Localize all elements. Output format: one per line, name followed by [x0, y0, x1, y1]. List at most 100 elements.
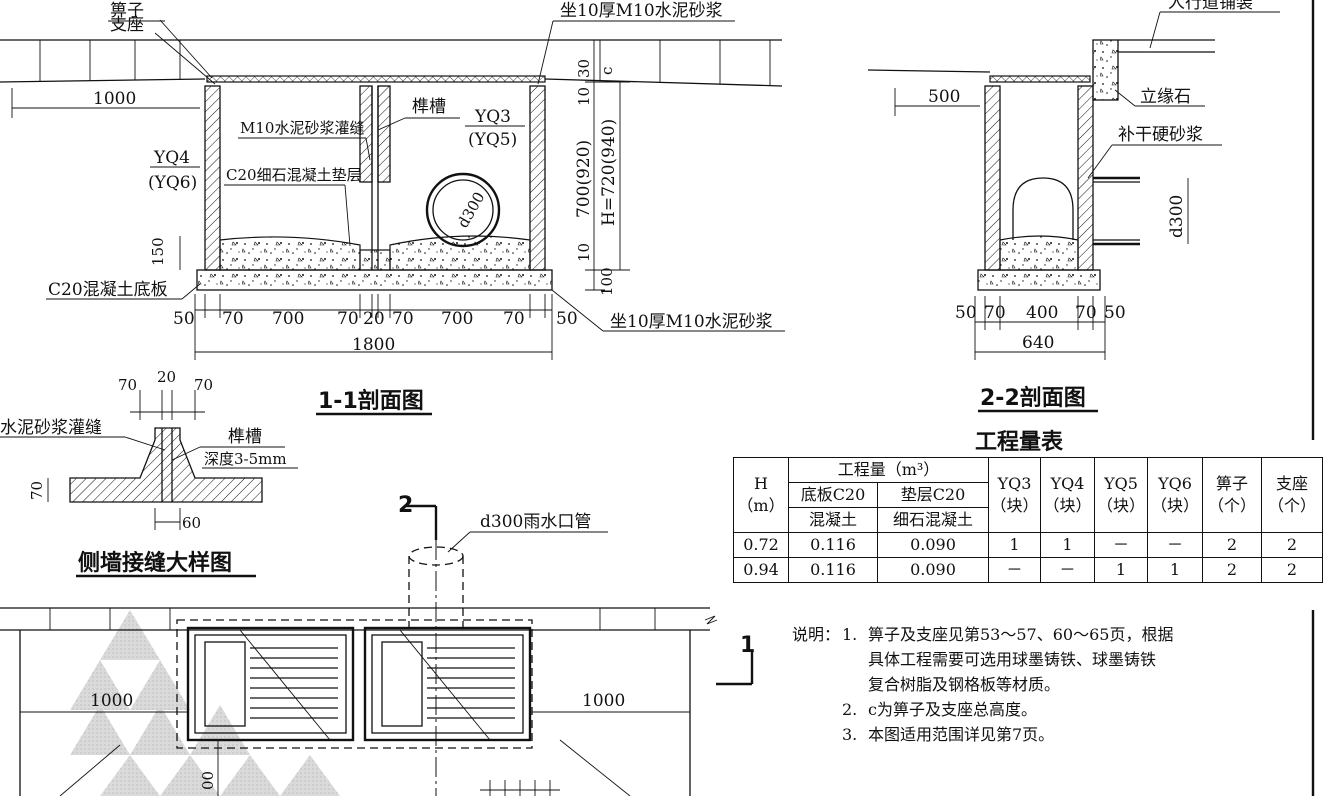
plan-dim-bottom: 00 — [199, 771, 217, 790]
note-num: 3. — [842, 725, 858, 744]
detail-depth-label: 深度3-5mm — [204, 450, 287, 468]
base-header-b: 混凝土 — [788, 507, 878, 533]
dim-22-b400: 400 — [1026, 303, 1058, 323]
title-detail: 侧墙接缝大样图 — [78, 550, 232, 576]
yq5-label: (YQ5) — [468, 130, 517, 150]
support-head: 支座 — [1275, 474, 1308, 493]
groove-label: 榫槽 — [412, 97, 446, 117]
cushion-header-a: 垫层C20 — [877, 482, 989, 508]
base-slab-label: C20混凝土底板 — [48, 280, 168, 300]
grate-label: 箅子 — [110, 1, 144, 21]
cell-h: 0.94 — [733, 557, 789, 583]
yq6-unit: （块） — [1150, 496, 1199, 515]
cell-yq6: － — [1147, 532, 1203, 558]
notes-label: 说明： — [792, 625, 841, 644]
joint-grout-label: M10水泥砂浆灌缝 — [240, 119, 364, 137]
curb-label: 立缘石 — [1140, 87, 1191, 107]
grate-bars-left — [204, 641, 338, 727]
yq4-head: YQ4 — [1050, 474, 1085, 493]
dim-b70a: 70 — [222, 309, 244, 329]
cell-support: 2 — [1261, 557, 1323, 583]
dim-30: 30 — [575, 59, 593, 78]
sidewalk-label: 人行道铺装 — [1168, 0, 1253, 13]
dim-b70d: 70 — [503, 309, 525, 329]
dim-100: 100 — [598, 267, 616, 296]
cell-yq3: 1 — [988, 532, 1041, 558]
grate-unit: （个） — [1207, 496, 1256, 515]
note-line: 箅子及支座见第53～57、60～65页，根据 — [868, 625, 1174, 644]
col-grate-header: 箅子 （个） — [1202, 457, 1262, 533]
note-line: c为箅子及支座总高度。 — [868, 700, 1037, 719]
section-2-2: 人行道铺装 立缘石 补干硬砂浆 500 d300 50 70 400 70 50… — [867, 0, 1280, 413]
plan-dim-1000-left: 1000 — [90, 691, 133, 711]
cell-yq3: － — [988, 557, 1041, 583]
col-support-header: 支座 （个） — [1261, 457, 1323, 533]
dim-500: 500 — [928, 87, 960, 107]
cell-base: 0.116 — [788, 532, 878, 558]
marker-1: 1 — [740, 633, 755, 658]
watermark-triangles — [70, 610, 340, 796]
pipe-plan-label: d300雨水口管 — [480, 512, 591, 532]
pipe-label-2-2: d300 — [1167, 195, 1187, 238]
dim-1000-left: 1000 — [93, 89, 136, 109]
pipe-label-1-1: d300 — [454, 189, 489, 231]
dim-22-b70a: 70 — [984, 303, 1006, 323]
dim-22-b50a: 50 — [955, 303, 977, 323]
grate-bars-right — [381, 641, 515, 727]
joint-detail: 70 20 70 水泥砂浆灌缝 榫槽 深度3-5mm 70 60 侧墙接缝大样图 — [0, 368, 298, 578]
dim-22-b70b: 70 — [1075, 303, 1097, 323]
cell-yq4: 1 — [1040, 532, 1095, 558]
yq6-label: (YQ6) — [148, 173, 197, 193]
cell-cushion: 0.090 — [877, 557, 989, 583]
note-line: 本图适用范围详见第7页。 — [868, 725, 1055, 744]
dim-150: 150 — [149, 237, 167, 266]
detail-dim-20: 20 — [157, 368, 176, 386]
dim-b70b: 70 — [337, 309, 359, 329]
dim-10b: 10 — [575, 243, 593, 262]
col-yq6-header: YQ6 （块） — [1147, 457, 1203, 533]
yq5-head: YQ5 — [1104, 474, 1138, 493]
h-unit: （m） — [737, 496, 785, 515]
dim-22-total: 640 — [1022, 333, 1054, 353]
detail-dim-70b: 70 — [194, 376, 213, 394]
title-1-1: 1-1剖面图 — [318, 388, 424, 414]
dim-total-1800: 1800 — [352, 335, 395, 355]
detail-grout-label: 水泥砂浆灌缝 — [0, 418, 102, 438]
grate-head: 箅子 — [1215, 474, 1248, 493]
dim-b700a: 700 — [272, 309, 304, 329]
cell-yq6: 1 — [1147, 557, 1203, 583]
dim-b50b: 50 — [556, 309, 578, 329]
plan-view: d300雨水口管 2 1 1000 1000 00 — [0, 493, 755, 796]
col-yq4-header: YQ4 （块） — [1040, 457, 1095, 533]
detail-dim-70a: 70 — [118, 376, 137, 394]
cell-h: 0.72 — [733, 532, 789, 558]
yq3-label: YQ3 — [474, 107, 511, 127]
dim-b700b: 700 — [441, 309, 473, 329]
group-header: 工程量（m³） — [788, 457, 989, 483]
cell-yq4: － — [1040, 557, 1095, 583]
yq5-unit: （块） — [1096, 496, 1145, 515]
notes: 说明： 1. 箅子及支座见第53～57、60～65页，根据 具体工程需要可选用球… — [792, 622, 1173, 747]
dim-700-920: 700(920) — [574, 140, 594, 218]
cell-grate: 2 — [1202, 532, 1262, 558]
plan-dim-1000-right: 1000 — [582, 691, 625, 711]
note-line: 具体工程需要可选用球墨铸铁、球墨铸铁 — [868, 650, 1157, 669]
support-unit: （个） — [1267, 496, 1316, 515]
detail-dim-70v: 70 — [28, 481, 46, 500]
cell-grate: 2 — [1202, 557, 1262, 583]
note-num: 2. — [842, 700, 858, 719]
dry-mortar-label: 补干硬砂浆 — [1118, 125, 1203, 145]
base-header-a: 底板C20 — [788, 482, 878, 508]
cell-support: 2 — [1261, 532, 1323, 558]
yq3-unit: （块） — [990, 496, 1039, 515]
table-row: 0.72 0.116 0.090 1 1 － － 2 2 — [733, 532, 1323, 558]
detail-groove-label: 榫槽 — [228, 427, 262, 447]
note-num: 1. — [842, 625, 858, 644]
quantity-table-title: 工程量表 — [975, 430, 1064, 455]
title-2-2: 2-2剖面图 — [980, 385, 1086, 411]
table-row: 0.94 0.116 0.090 － － 1 1 2 2 — [733, 557, 1323, 583]
col-yq5-header: YQ5 （块） — [1094, 457, 1148, 533]
section-1-1: d300 箅子 支座 坐10厚M10水泥砂浆 M10水泥砂浆灌缝 榫槽 C20细… — [0, 1, 785, 416]
note-line: 复合树脂及钢格板等材质。 — [868, 675, 1061, 694]
